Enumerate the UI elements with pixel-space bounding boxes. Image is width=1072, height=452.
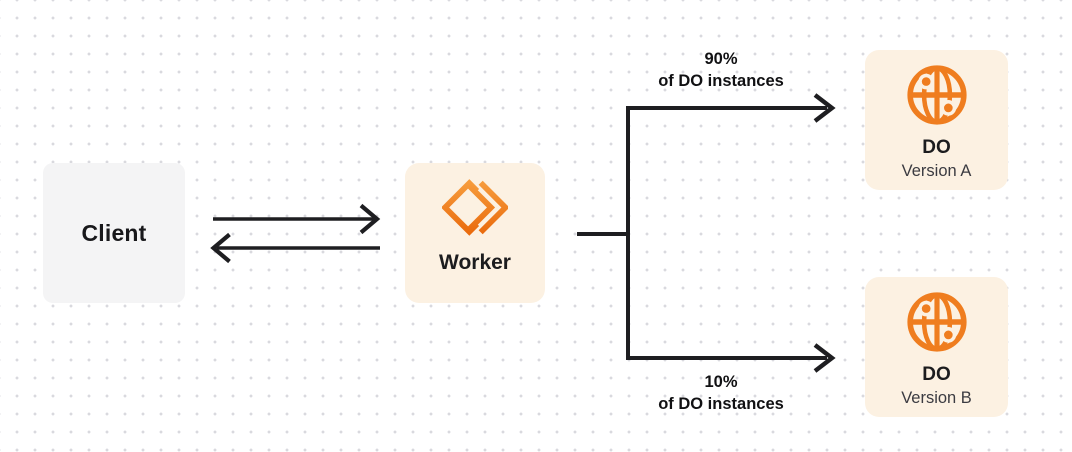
- do-b-title: DO: [922, 364, 951, 385]
- arrowhead-right-icon: [359, 203, 381, 235]
- branch-split-line: [626, 106, 827, 360]
- client-label: Client: [81, 219, 147, 246]
- do-a-title: DO: [922, 137, 951, 158]
- branch-label-90-percent: 90% of DO instances: [601, 48, 841, 92]
- worker-node: Worker: [405, 163, 545, 303]
- branch-top-caption: of DO instances: [658, 72, 784, 90]
- do-version-b-node: DO Version B: [865, 277, 1008, 417]
- do-version-a-node: DO Version A: [865, 50, 1008, 190]
- do-a-subtitle: Version A: [901, 161, 972, 180]
- branch-bottom-percent: 10%: [704, 373, 738, 391]
- do-b-subtitle: Version B: [901, 388, 972, 407]
- arrowhead-to-version-b-icon: [813, 343, 836, 373]
- worker-label: Worker: [439, 251, 511, 274]
- arrowhead-left-icon: [210, 232, 231, 264]
- branch-label-10-percent: 10% of DO instances: [601, 371, 841, 415]
- branch-top-percent: 90%: [704, 50, 738, 68]
- client-node: Client: [43, 163, 185, 303]
- globe-icon: [904, 62, 970, 128]
- branch-bottom-caption: of DO instances: [658, 395, 784, 413]
- arrowhead-to-version-a-icon: [813, 93, 836, 123]
- workers-logo-icon: [441, 177, 510, 239]
- globe-icon: [904, 289, 970, 355]
